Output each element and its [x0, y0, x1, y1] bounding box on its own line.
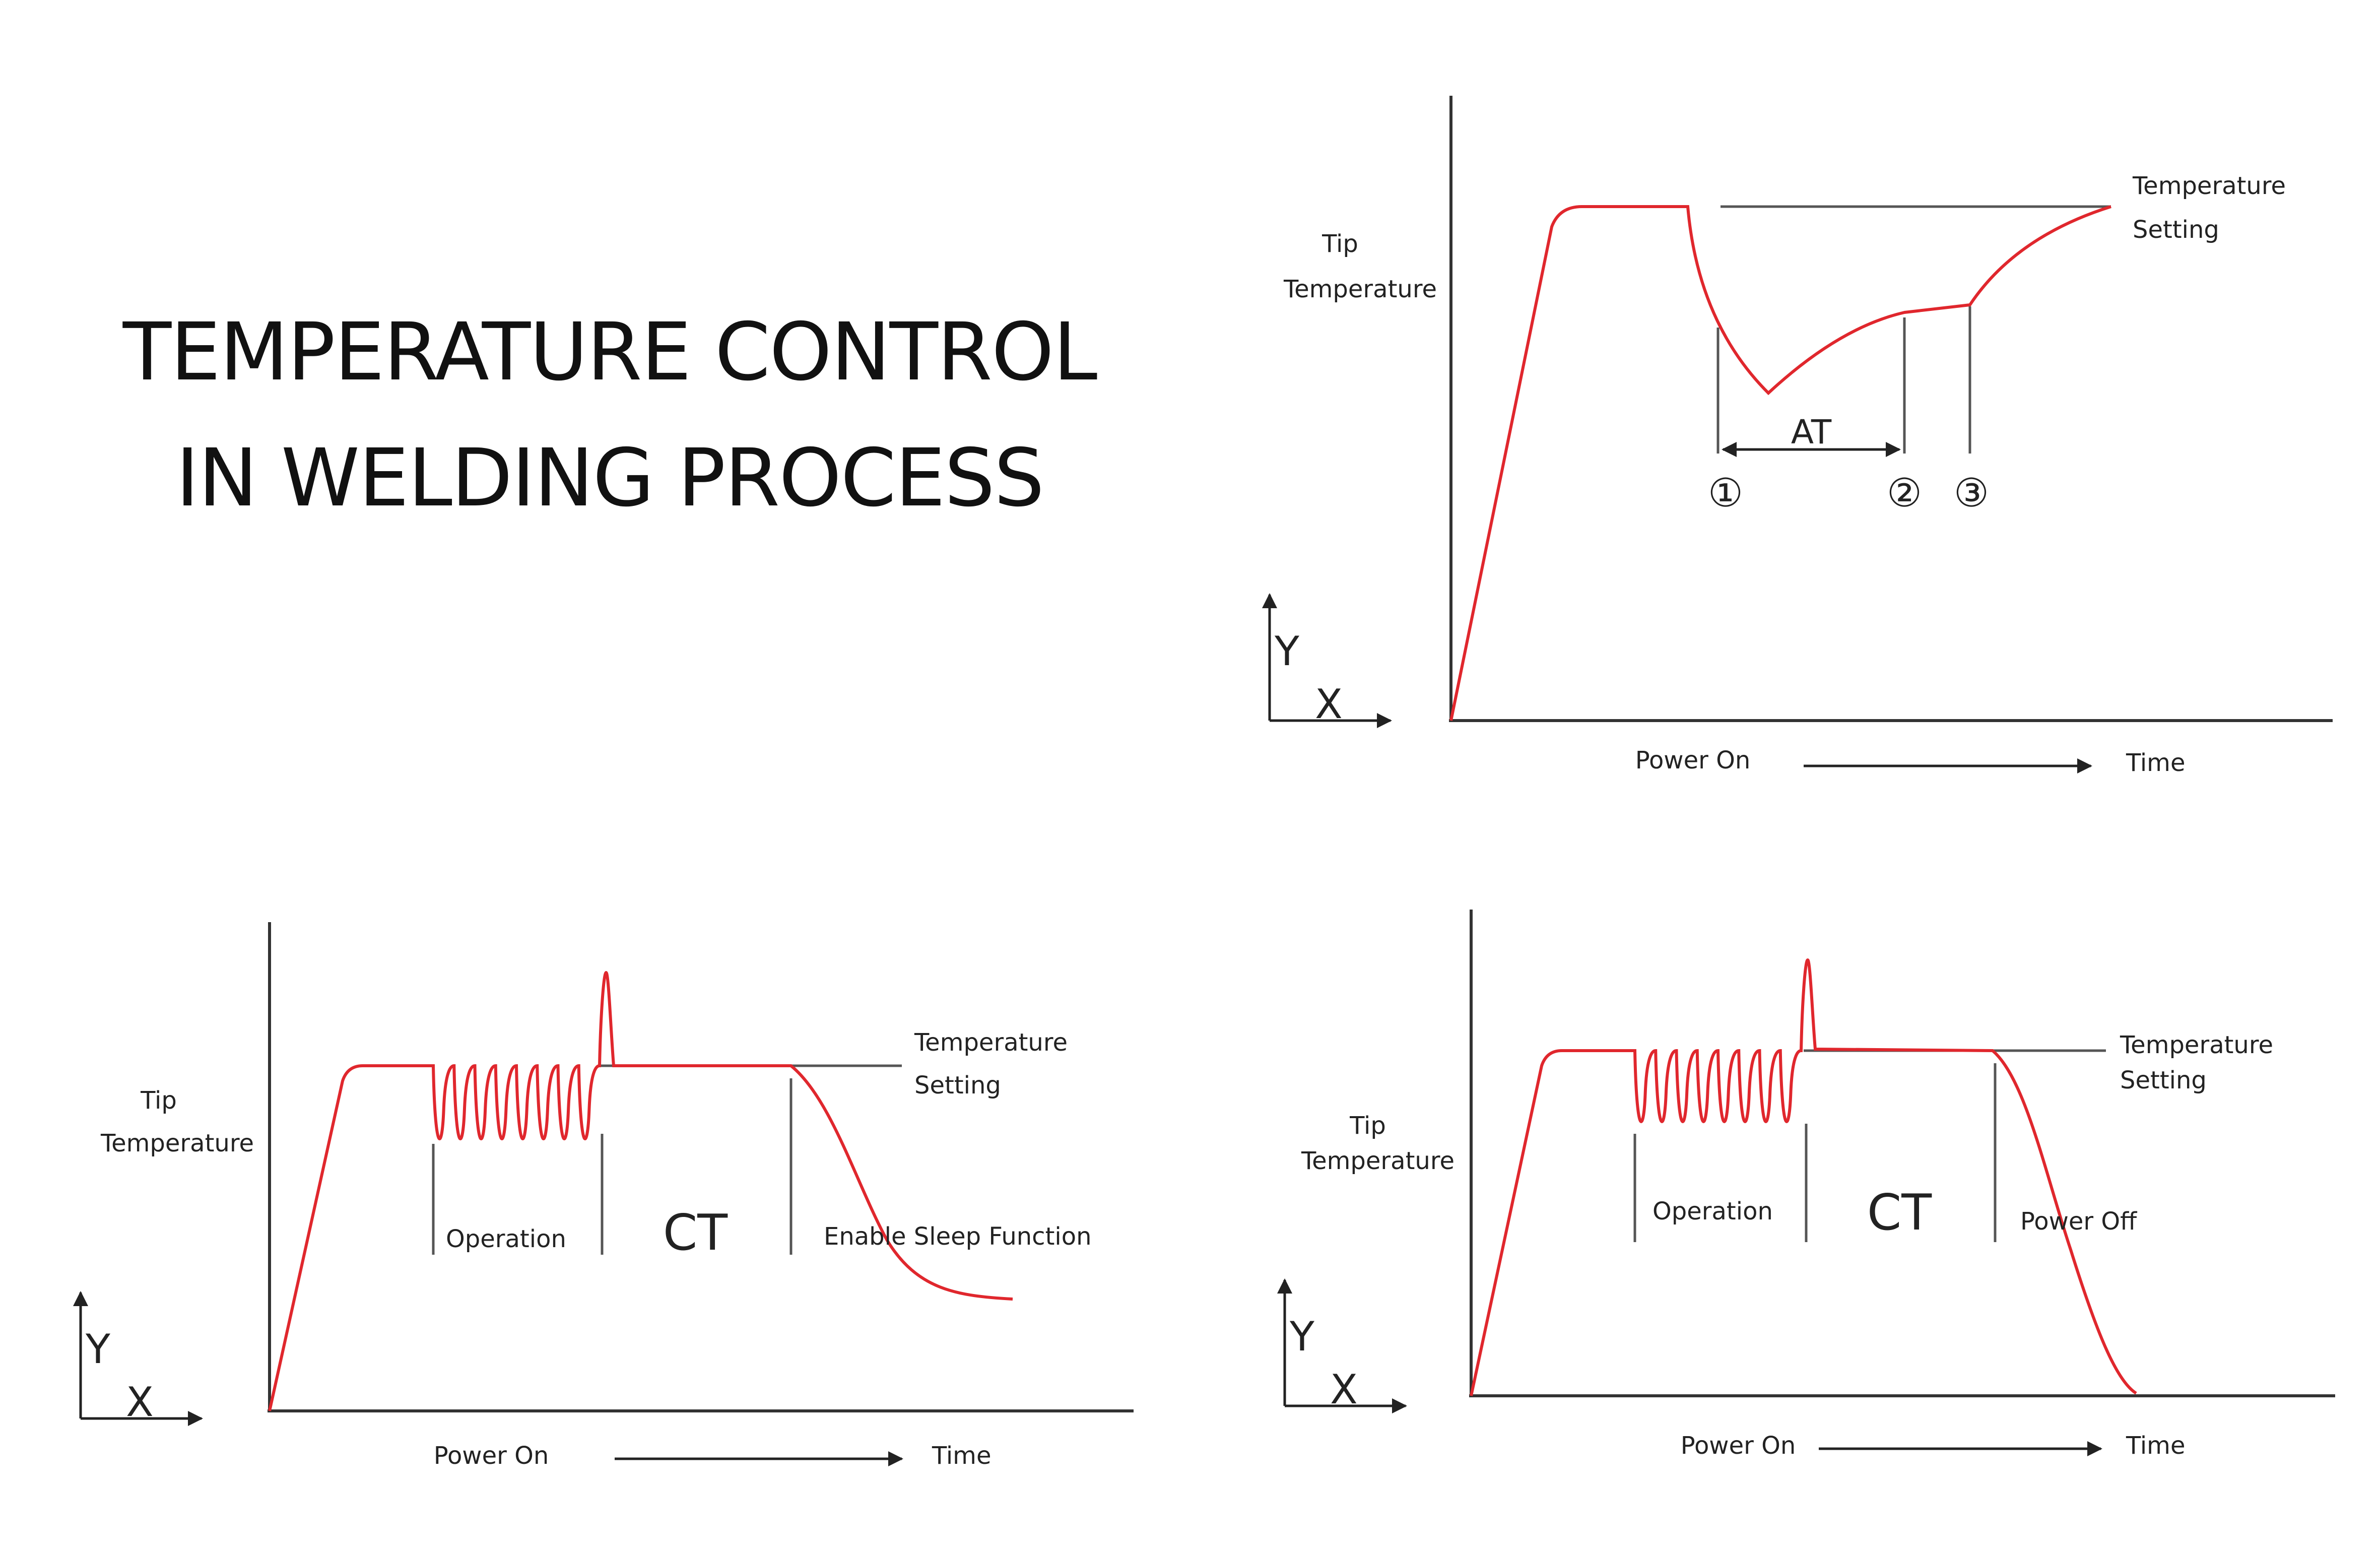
y-label-line-1: Tip — [1321, 230, 1358, 258]
y-label-line-1: Tip — [1349, 1112, 1386, 1140]
x-end-label: Time — [932, 1442, 991, 1470]
temperature-curve — [1449, 205, 2111, 721]
diagram-bottom-left: Operation CT Enable Sleep Function Tip T… — [73, 922, 1134, 1470]
interval-label: AT — [1791, 413, 1832, 451]
diagram-top: AT ① ② ③ Tip Temperature Temperature Set… — [1262, 96, 2333, 777]
y-label-line-2: Temperature — [1283, 275, 1437, 303]
axis-legend-x: X — [126, 1379, 154, 1426]
y-label-line-1: Tip — [140, 1086, 177, 1115]
phase-operation-label: Operation — [1652, 1197, 1773, 1225]
phase-operation-label: Operation — [446, 1225, 566, 1253]
diagram-bottom-right: Operation CT Power Off Tip Temperature T… — [1277, 910, 2335, 1460]
temperature-curve — [1470, 958, 2137, 1396]
y-label-line-2: Temperature — [1301, 1147, 1455, 1175]
phase-ct-label: CT — [663, 1204, 728, 1262]
page-title-line-2: IN WELDING PROCESS — [175, 432, 1044, 525]
marker-2-label: ② — [1887, 471, 1922, 516]
axis-legend-y: Y — [1274, 628, 1300, 675]
axis-legend-y: Y — [1289, 1313, 1315, 1360]
phase-end-label: Power Off — [2020, 1207, 2137, 1236]
axis-legend-x: X — [1330, 1366, 1358, 1413]
setting-label-line-1: Temperature — [914, 1028, 1068, 1057]
page-title-line-1: TEMPERATURE CONTROL — [122, 306, 1098, 399]
marker-3-label: ③ — [1954, 471, 1989, 516]
x-start-label: Power On — [434, 1442, 549, 1470]
y-label-line-2: Temperature — [100, 1129, 254, 1157]
x-end-label: Time — [2126, 1432, 2185, 1460]
x-start-label: Power On — [1635, 746, 1751, 774]
setting-label-line-2: Setting — [914, 1071, 1001, 1100]
marker-1-label: ① — [1708, 471, 1743, 516]
setting-label-line-2: Setting — [2120, 1066, 2207, 1094]
setting-label-line-2: Setting — [2133, 216, 2219, 244]
setting-label-line-1: Temperature — [2120, 1031, 2273, 1059]
x-end-label: Time — [2126, 749, 2185, 777]
axis-legend: Y X — [1277, 1278, 1407, 1413]
phase-end-label: Enable Sleep Function — [824, 1222, 1092, 1251]
axis-legend: Y X — [73, 1291, 203, 1426]
x-start-label: Power On — [1681, 1432, 1796, 1460]
axis-legend: Y X — [1262, 593, 1392, 728]
setting-label-line-1: Temperature — [2132, 172, 2286, 200]
temperature-curve — [268, 971, 1013, 1411]
axis-legend-y: Y — [85, 1326, 111, 1373]
axis-legend-x: X — [1315, 681, 1343, 728]
phase-ct-label: CT — [1867, 1184, 1932, 1242]
